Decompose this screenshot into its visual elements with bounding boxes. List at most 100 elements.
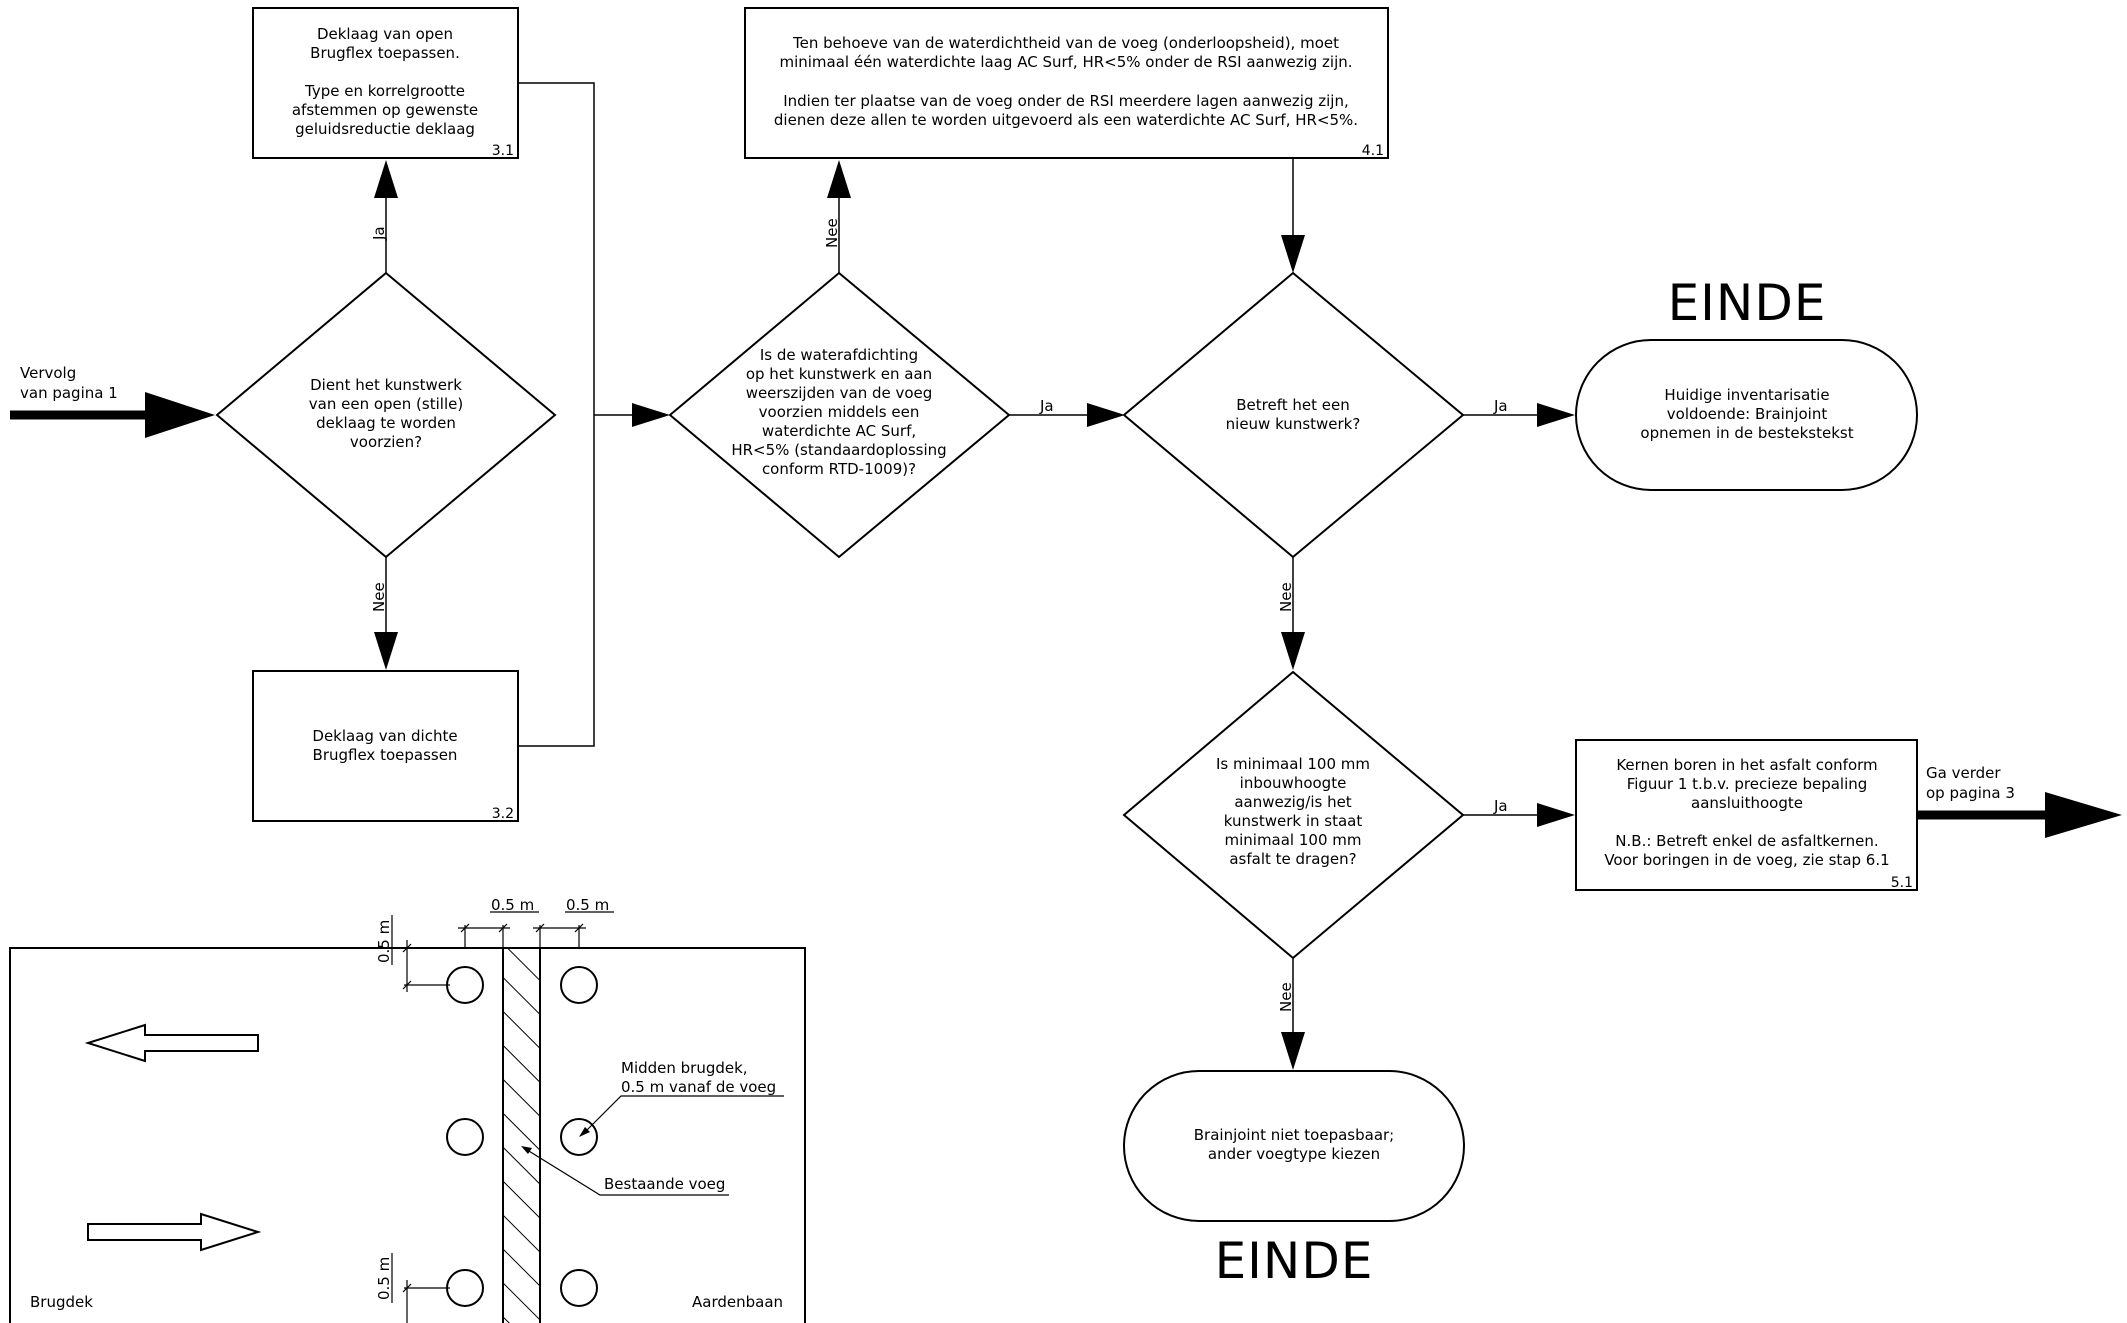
brugdek-label: Brugdek	[30, 1293, 93, 1311]
edge-label-ja: Ja	[1493, 397, 1508, 415]
edge-d4-no: Nee	[1277, 958, 1305, 1070]
end-1-title: EINDE	[1668, 274, 1827, 332]
edge-d2-no: Nee	[823, 160, 851, 273]
decision-1-line: deklaag te worden	[316, 414, 456, 432]
decision-1-line: Dient het kunstwerk	[310, 376, 462, 394]
decision-1-line: van een open (stille)	[309, 395, 463, 413]
core-circle-icon	[560, 966, 598, 1004]
dimension-label-left: 0.5 m	[491, 896, 534, 914]
box-3-1-line: afstemmen op gewenste	[292, 101, 478, 119]
callout-center-leader	[585, 1095, 784, 1132]
continue-label-line2: op pagina 3	[1926, 784, 2015, 802]
end-2-line: ander voegtype kiezen	[1208, 1145, 1380, 1163]
start-label-line2: van pagina 1	[20, 384, 118, 402]
edge-d3-yes: Ja	[1463, 397, 1575, 427]
aardenbaan-label: Aardenbaan	[692, 1293, 783, 1311]
merge-connector	[518, 82, 670, 747]
edge-4-1-to-d3	[1281, 158, 1305, 273]
traffic-arrow-right-icon	[87, 1212, 262, 1252]
decision-4-line: Is minimaal 100 mm	[1216, 755, 1370, 773]
box-4-1-line: minimaal één waterdichte laag AC Surf, H…	[779, 53, 1352, 71]
box-3-1-line: geluidsreductie deklaag	[295, 120, 475, 138]
end-1-line: Huidige inventarisatie	[1664, 386, 1829, 404]
dimension-vertical-bottom	[391, 1253, 450, 1323]
decision-4-line: kunstwerk in staat	[1224, 812, 1363, 830]
box-4-1-line: Indien ter plaatse van de voeg onder de …	[783, 92, 1349, 110]
dimension-label-vertical-top: 0.5 m	[375, 920, 393, 963]
end-terminal-1: EINDE Huidige inventarisatie voldoende: …	[1575, 274, 1918, 491]
edge-label-ja: Ja	[370, 226, 388, 241]
box-5-1-line: aansluithoogte	[1691, 794, 1803, 812]
decision-1-line: voorzien?	[350, 433, 422, 451]
existing-joint-strip	[502, 947, 541, 1323]
edge-d1-no: Nee	[370, 557, 398, 670]
dimension-left	[458, 923, 510, 948]
box-5-1-line: N.B.: Betreft enkel de asfaltkernen.	[1615, 832, 1878, 850]
decision-nieuw-kunstwerk: Betreft het een nieuw kunstwerk?	[1122, 271, 1465, 559]
dimension-right	[533, 923, 586, 948]
callout-joint-label: Bestaande voeg	[604, 1175, 725, 1193]
box-5-1-line: Kernen boren in het asfalt conform	[1616, 756, 1877, 774]
callout-center-line1: Midden brugdek,	[621, 1059, 748, 1077]
box-5-1-line: Figuur 1 t.b.v. precieze bepaling	[1627, 775, 1868, 793]
decision-3-line: Betreft het een	[1236, 396, 1349, 414]
decision-4-line: minimaal 100 mm	[1224, 831, 1361, 849]
decision-2-line: conform RTD-1009)?	[762, 460, 916, 478]
end-2-title: EINDE	[1215, 1232, 1374, 1290]
traffic-arrow-left-icon	[84, 1023, 259, 1063]
decision-open-deklaag: Dient het kunstwerk van een open (stille…	[215, 271, 557, 559]
box-3-2-line: Deklaag van dichte	[312, 727, 457, 745]
box-3-1-line: Type en korrelgrootte	[304, 82, 465, 100]
edge-d3-no: Nee	[1277, 557, 1305, 670]
continue-label-line1: Ga verder	[1926, 764, 2001, 782]
dimension-label-right: 0.5 m	[566, 896, 609, 914]
decision-4-line: aanwezig/is het	[1234, 793, 1351, 811]
box-3-1-line: Deklaag van open	[317, 25, 453, 43]
decision-3-line: nieuw kunstwerk?	[1226, 415, 1361, 433]
decision-2-line: waterdichte AC Surf,	[762, 422, 916, 440]
process-box-3-2: Deklaag van dichte Brugflex toepassen 3.…	[252, 670, 519, 822]
box-5-1-line: Voor boringen in de voeg, zie stap 6.1	[1604, 851, 1889, 869]
decision-2-line: HR<5% (standaardoplossing	[731, 441, 946, 459]
edge-label-nee: Nee	[1277, 982, 1295, 1012]
end-terminal-2: Brainjoint niet toepasbaar; ander voegty…	[1123, 1070, 1465, 1290]
edge-d1-yes: Ja	[370, 160, 398, 273]
callout-center-line2: 0.5 m vanaf de voeg	[621, 1078, 776, 1096]
continue-connector: Ga verder op pagina 3	[1917, 764, 2122, 838]
start-connector: Vervolg van pagina 1	[10, 364, 215, 438]
box-3-1-line: Brugflex toepassen.	[310, 44, 460, 62]
edge-d4-yes: Ja	[1463, 797, 1575, 827]
edge-d2-yes: Ja	[1009, 397, 1125, 427]
edge-label-nee: Nee	[1277, 582, 1295, 612]
edge-label-nee: Nee	[823, 218, 841, 248]
box-5-1-step: 5.1	[1891, 875, 1913, 891]
process-box-5-1: Kernen boren in het asfalt conform Figuu…	[1575, 739, 1918, 891]
box-3-2-line: Brugflex toepassen	[313, 746, 458, 764]
box-3-1-step: 3.1	[492, 143, 514, 159]
box-4-1-line: dienen deze allen te worden uitgevoerd a…	[774, 111, 1358, 129]
core-circle-icon	[446, 966, 484, 1004]
end-1-line: voldoende: Brainjoint	[1667, 405, 1828, 423]
end-2-line: Brainjoint niet toepasbaar;	[1194, 1126, 1395, 1144]
edge-label-ja: Ja	[1039, 397, 1054, 415]
process-box-3-1: Deklaag van open Brugflex toepassen. Typ…	[252, 7, 519, 159]
decision-2-line: Is de waterafdichting	[760, 346, 918, 364]
core-circle-icon	[446, 1118, 484, 1156]
callout-joint-leader	[523, 1147, 729, 1196]
start-label-line1: Vervolg	[20, 364, 76, 382]
edge-label-ja: Ja	[1493, 797, 1508, 815]
decision-inbouwhoogte: Is minimaal 100 mm inbouwhoogte aanwezig…	[1122, 670, 1465, 960]
dimension-vertical-top	[391, 915, 450, 992]
decision-4-line: asfalt te dragen?	[1229, 850, 1356, 868]
dimension-label-vertical-bottom: 0.5 m	[375, 1257, 393, 1300]
process-box-4-1: Ten behoeve van de waterdichtheid van de…	[744, 7, 1389, 159]
box-3-2-step: 3.2	[492, 806, 514, 822]
box-4-1-step: 4.1	[1362, 143, 1384, 159]
edge-label-nee: Nee	[370, 582, 388, 612]
decision-2-line: weerszijden van de voeg	[746, 384, 933, 402]
box-4-1-line: Ten behoeve van de waterdichtheid van de…	[792, 34, 1339, 52]
core-circle-icon	[446, 1269, 484, 1307]
decision-2-line: voorzien middels een	[759, 403, 920, 421]
decision-4-line: inbouwhoogte	[1240, 774, 1347, 792]
